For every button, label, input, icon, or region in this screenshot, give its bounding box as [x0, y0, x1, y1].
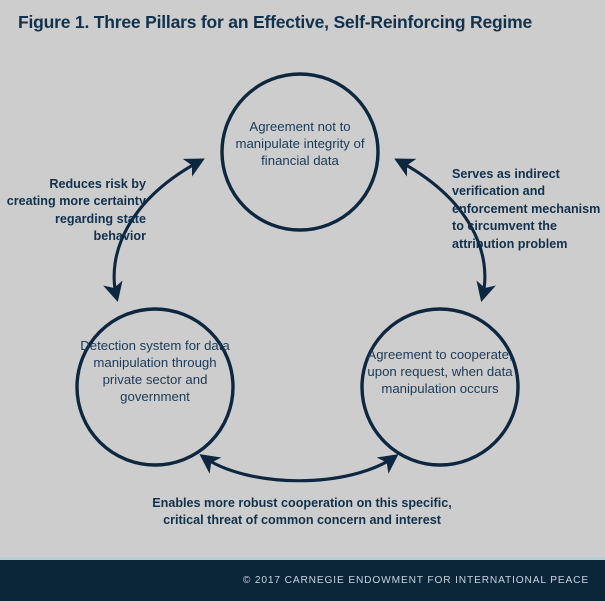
footer-bar: © 2017 CARNEGIE ENDOWMENT FOR INTERNATIO… — [0, 557, 605, 601]
copyright-credit: © 2017 CARNEGIE ENDOWMENT FOR INTERNATIO… — [242, 575, 589, 586]
edge-arrow-left-to-right — [199, 454, 399, 483]
edge-label-top-to-left: Reduces risk by creating more certainty … — [6, 177, 146, 244]
node-circle-left — [75, 307, 235, 467]
figure-title: Figure 1. Three Pillars for an Effective… — [18, 12, 533, 32]
node-circle-top — [220, 72, 380, 232]
edge-label-top-to-right: Serves as indirect verification and enfo… — [452, 167, 601, 251]
node-circle-right — [360, 307, 520, 467]
edge-label-left-to-right: Enables more robust cooperation on this … — [152, 496, 452, 528]
edge-arrow-top-to-left — [103, 158, 205, 303]
edge-arrow-top-to-right — [394, 158, 496, 303]
